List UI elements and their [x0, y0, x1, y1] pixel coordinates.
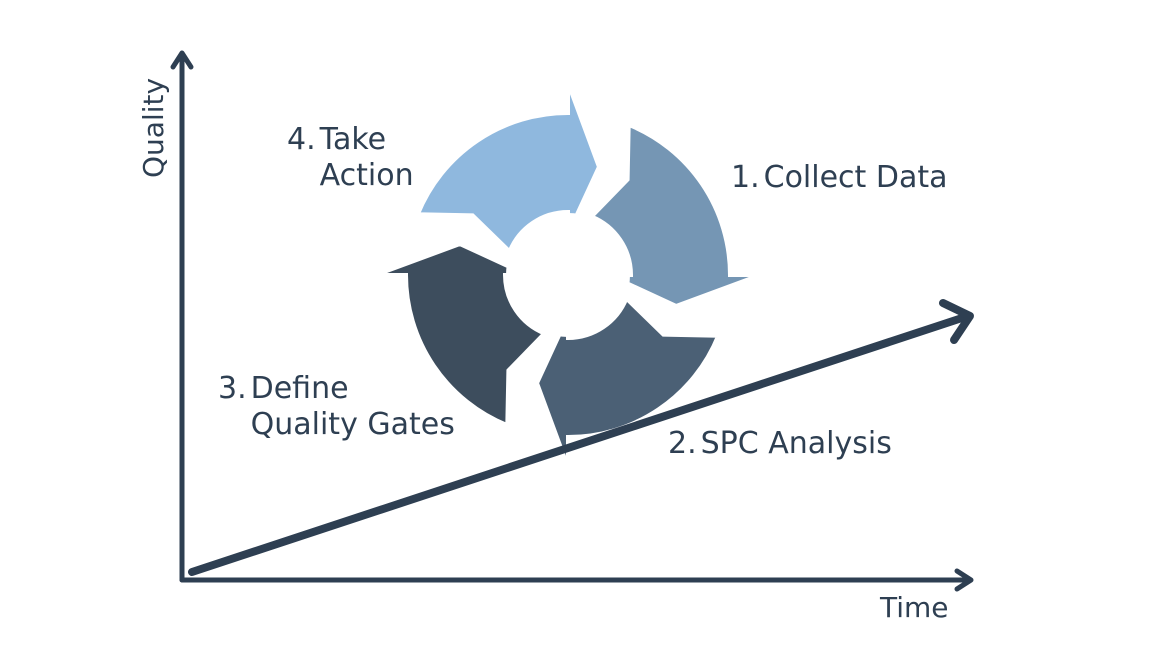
step-number: 3.: [218, 371, 247, 406]
step-label-spc-analysis: 2. SPC Analysis: [668, 426, 892, 462]
cycle-center-hole: [506, 213, 630, 337]
step-number: 4.: [287, 122, 316, 157]
step-text-line: Quality Gates: [250, 407, 455, 442]
step-text: SPC Analysis: [701, 426, 892, 462]
x-axis-arrowhead: [954, 568, 974, 592]
segment-define-quality-gates: [375, 241, 548, 429]
step-number: 2.: [668, 426, 697, 461]
step-text: Define Quality Gates: [251, 371, 455, 443]
step-label-take-action: 4. Take Action: [287, 122, 414, 194]
y-axis-title: Quality: [137, 77, 170, 178]
y-axis-arrowhead: [170, 50, 194, 70]
step-text: Collect Data: [764, 160, 948, 196]
segment-collect-data: [588, 121, 761, 309]
step-label-define-quality-gates: 3. Define Quality Gates: [218, 371, 455, 443]
x-axis-title: Time: [880, 591, 949, 624]
step-number: 1.: [731, 160, 760, 195]
trend-arrow-line: [188, 314, 966, 576]
segment-take-action: [414, 82, 602, 255]
step-text-line: Action: [319, 158, 414, 193]
cycle-ring: [375, 82, 761, 468]
step-text-line: SPC Analysis: [700, 426, 892, 461]
step-text-line: Collect Data: [763, 160, 948, 195]
step-label-collect-data: 1. Collect Data: [731, 160, 947, 196]
step-text-line: Take: [319, 122, 387, 157]
trend-arrowhead: [939, 299, 974, 344]
step-text: Take Action: [320, 122, 414, 194]
step-text-line: Define: [250, 371, 349, 406]
segment-spc-analysis: [534, 295, 722, 468]
